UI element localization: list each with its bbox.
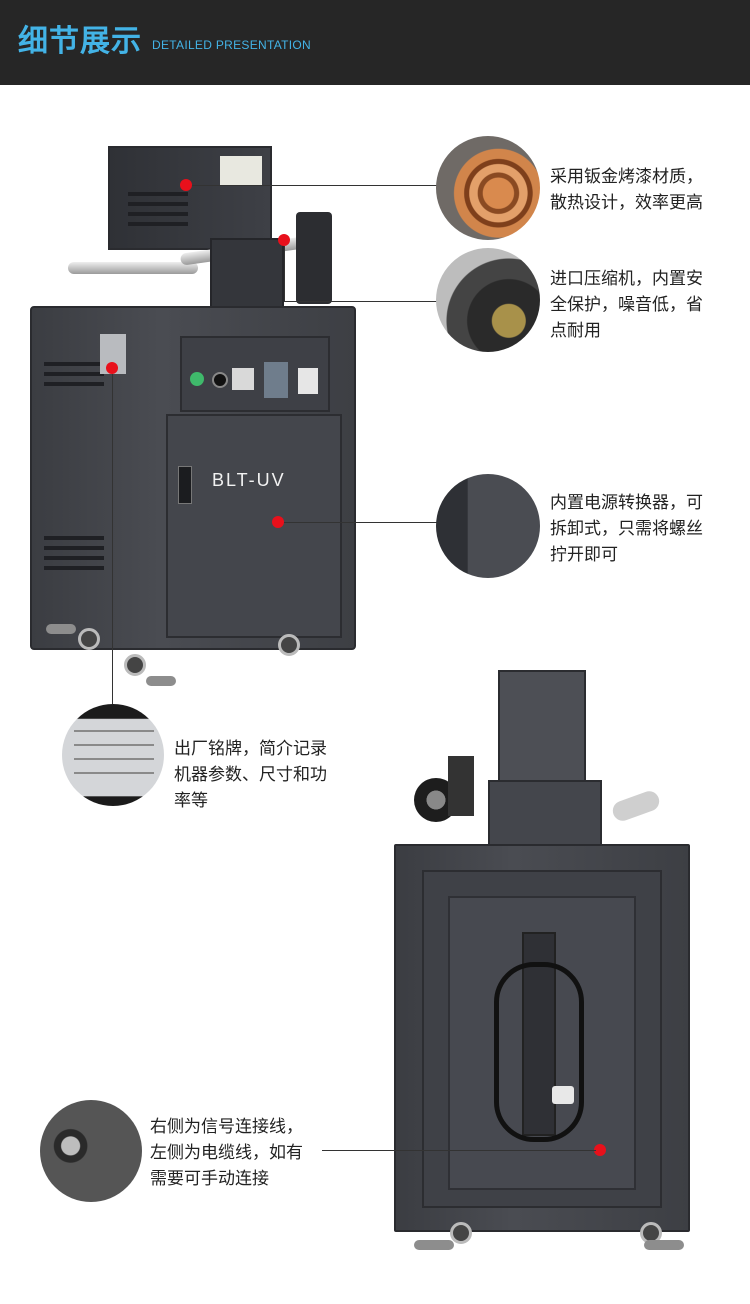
rear-lamp-housing	[488, 780, 602, 846]
marker-dot	[106, 362, 118, 374]
leveling-foot	[46, 624, 76, 634]
callout-text: 内置电源转换器，可 拆卸式，只需将螺丝 拧开即可	[550, 493, 703, 565]
mode-switch-icon	[212, 372, 228, 388]
leveling-foot	[414, 1240, 454, 1250]
motor-controller	[264, 362, 288, 398]
plug-icon	[552, 1086, 574, 1104]
main-cabinet: BLT-UV	[30, 306, 356, 650]
connector-line	[192, 185, 442, 186]
roller-bracket	[296, 212, 332, 304]
connector-line	[284, 522, 440, 523]
door-lock-icon	[178, 466, 192, 504]
side-vents-lower	[44, 536, 104, 576]
marker-dot	[278, 234, 290, 246]
timer-display	[232, 368, 254, 390]
caster-wheel	[450, 1222, 472, 1244]
warning-label	[220, 156, 262, 186]
section-title: 细节展示	[18, 24, 142, 59]
side-vents-upper	[44, 362, 104, 392]
rear-top-plate	[498, 670, 586, 794]
brand-logo: BLT-UV	[212, 470, 286, 490]
callout-text: 采用钣金烤漆材质， 散热设计，效率更高	[550, 167, 703, 213]
callout-text: 右侧为信号连接线， 左侧为电缆线，如有 需要可手动连接	[150, 1117, 303, 1189]
marker-dot	[180, 179, 192, 191]
power-indicator-icon	[190, 372, 204, 386]
detail-image-compressor	[436, 248, 540, 352]
side-bracket	[448, 756, 474, 816]
section-header: 细节展示 DETAILED PRESENTATION	[0, 0, 750, 85]
callout-text: 出厂铭牌，简介记录 机器参数、尺寸和功 率等	[174, 739, 327, 811]
rear-cabinet	[394, 844, 690, 1232]
caster-wheel	[78, 628, 100, 650]
connector-line	[284, 301, 442, 302]
lamp-mount	[210, 238, 284, 310]
callout-text: 进口压缩机，内置安 全保护，噪音低，省 点耐用	[550, 269, 703, 341]
section-subtitle: DETAILED PRESENTATION	[152, 38, 311, 52]
connector-line	[284, 246, 285, 302]
detail-image-nameplate	[62, 704, 164, 806]
coiled-cable	[494, 962, 584, 1142]
detail-image-copper-coil	[436, 136, 540, 240]
control-panel	[180, 336, 330, 412]
leveling-foot	[146, 676, 176, 686]
top-housing	[108, 146, 272, 250]
connector-line	[112, 374, 113, 704]
roller-left	[68, 262, 198, 274]
caster-wheel	[278, 634, 300, 656]
caster-wheel	[124, 654, 146, 676]
front-door: BLT-UV	[166, 414, 342, 638]
power-breaker	[298, 368, 318, 394]
marker-dot	[594, 1144, 606, 1156]
top-vents	[128, 192, 188, 232]
connector-line	[322, 1150, 596, 1151]
detail-image-cable-connector	[40, 1100, 142, 1202]
marker-dot	[272, 516, 284, 528]
detail-image-power-converter	[436, 474, 540, 578]
roller-handle	[610, 788, 662, 824]
rear-panel	[422, 870, 662, 1208]
leveling-foot	[644, 1240, 684, 1250]
